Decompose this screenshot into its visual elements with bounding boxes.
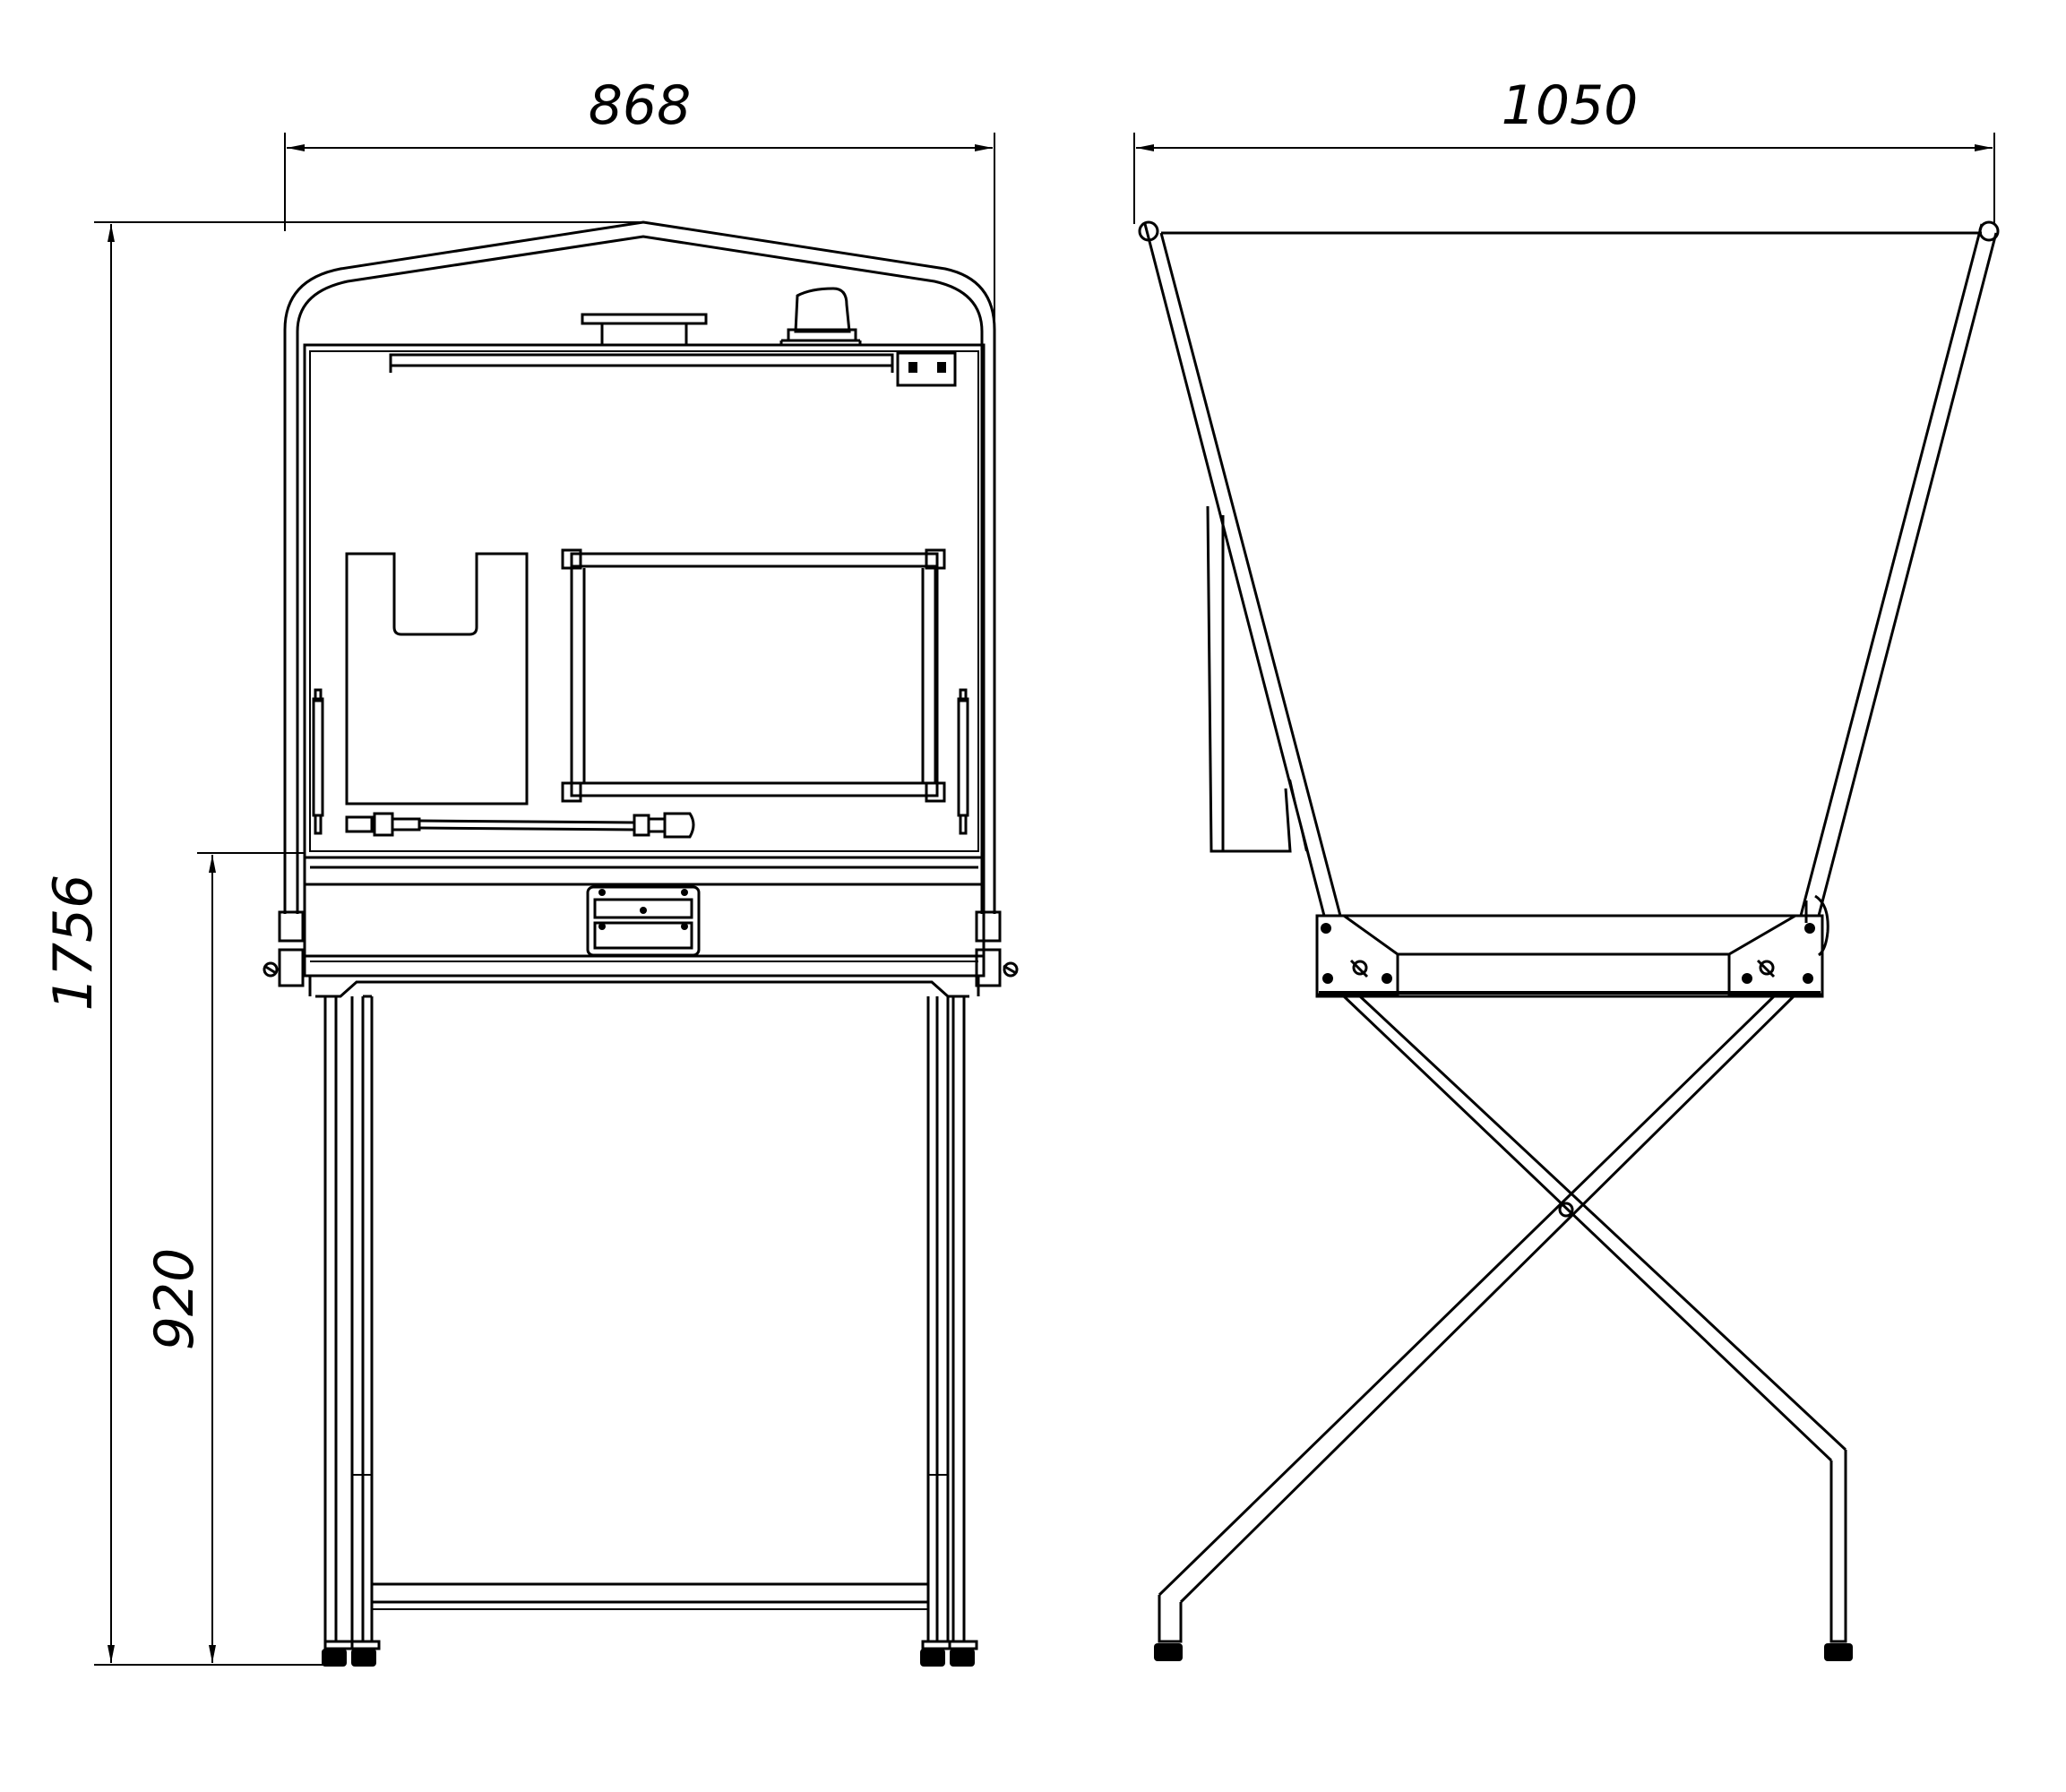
document-holder [345,552,529,806]
top-handle [581,313,708,346]
wing-nut-side-right-icon [1756,959,1776,978]
dimension-label-front-width: 868 [589,74,692,137]
dimension-label-table-height: 920 [143,1248,206,1351]
dimension-side-width: 1050 [1133,74,1995,224]
case-handle [586,885,701,957]
dimension-front-width: 868 [284,74,995,332]
wing-nut-side-left-icon [1349,959,1369,978]
x-legs [1154,995,1853,1661]
gas-strut-left [312,688,324,835]
switch-box [896,351,957,387]
dimension-label-side-width: 1050 [1502,74,1639,137]
wing-nut-right-icon [975,910,1019,987]
table-top-rail [308,976,980,998]
dimension-table-height: 920 [143,852,305,1663]
lid-side [1138,220,2000,917]
beacon-lamp-icon [779,287,862,346]
case-back-panel [1206,505,1307,853]
front-view [263,220,1019,1667]
leg-crossbar [370,1582,930,1610]
display-frame [561,548,946,803]
cable-wand [345,812,695,839]
light-bar [389,353,894,373]
case-base-side [1315,914,1824,998]
side-view [1138,220,2000,1661]
lid-panel [303,343,986,859]
wing-nut-left-icon [263,910,305,987]
dimension-total-height: 1756 [42,221,641,1666]
feet-front [322,1649,975,1667]
leg-left [323,995,381,1650]
leg-right [921,996,978,1650]
gas-strut-right [957,688,969,835]
dimension-label-total-height: 1756 [42,874,105,1012]
latch-side-right [1804,894,1829,957]
